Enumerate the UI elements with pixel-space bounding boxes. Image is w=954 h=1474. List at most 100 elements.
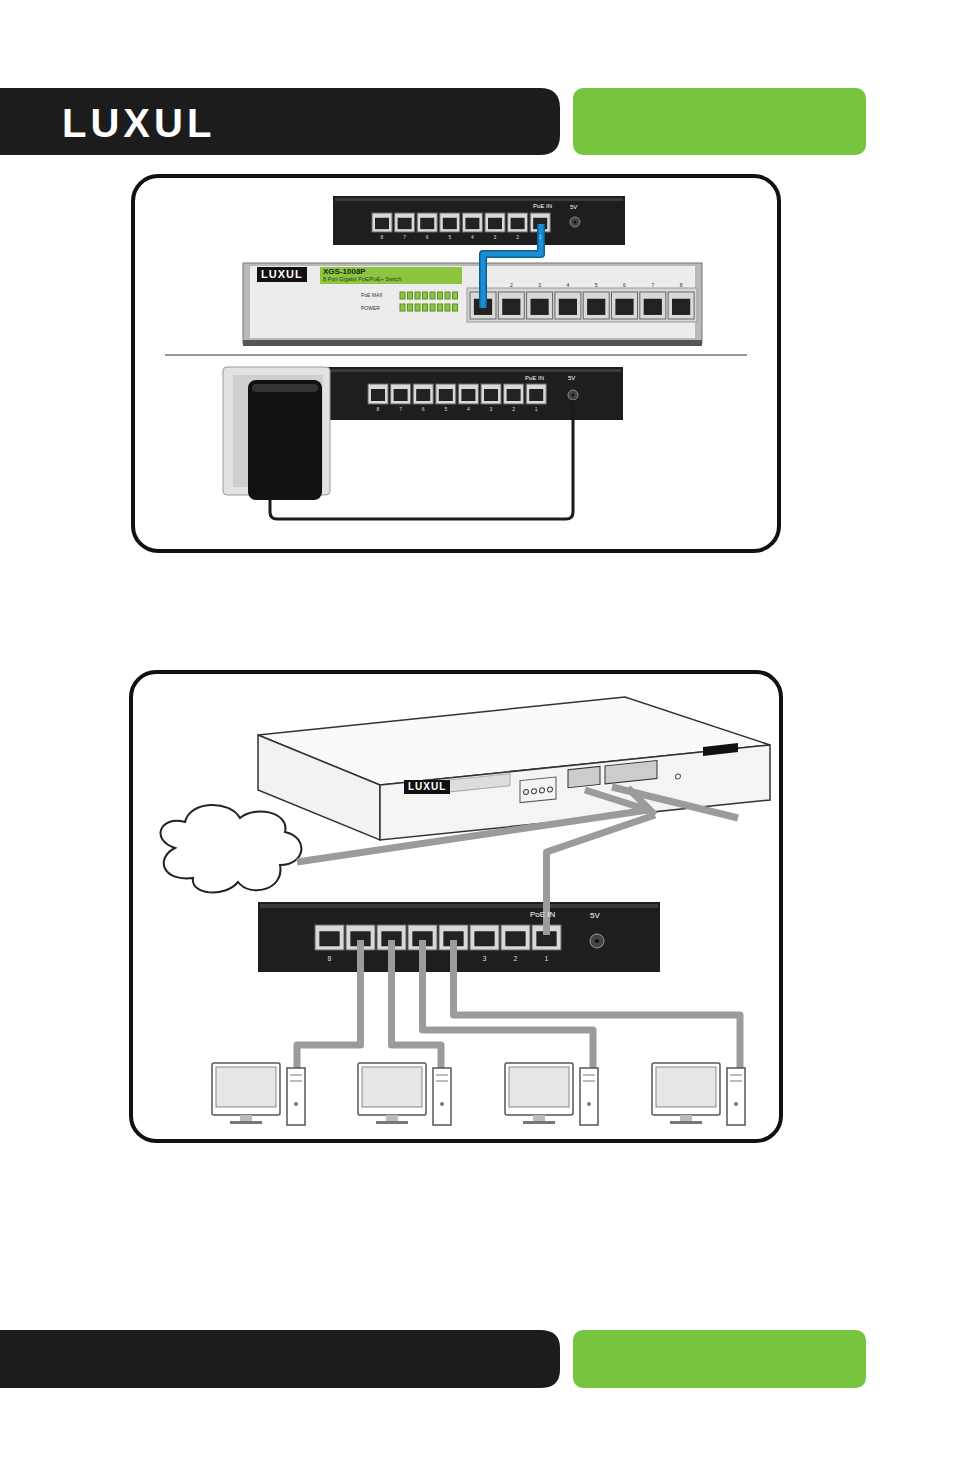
ethernet-cable bbox=[297, 787, 740, 1068]
port-number: 1 bbox=[545, 955, 549, 962]
rj45-port bbox=[413, 384, 433, 404]
rj45-port bbox=[612, 292, 638, 319]
led bbox=[445, 304, 450, 311]
rj45-port bbox=[391, 384, 411, 404]
rj45-port bbox=[440, 213, 460, 232]
rj45-port bbox=[481, 384, 501, 404]
divider-line bbox=[165, 355, 747, 356]
cloud-shape bbox=[161, 805, 302, 893]
port-number: 2 bbox=[512, 407, 515, 412]
led bbox=[408, 292, 413, 299]
port-number: 3 bbox=[490, 407, 493, 412]
rj45-port bbox=[395, 213, 415, 232]
led bbox=[430, 304, 435, 311]
rj45-port bbox=[368, 384, 388, 404]
port-label: PoE IN bbox=[533, 203, 552, 209]
rj45-port bbox=[501, 925, 530, 950]
port-number: 5 bbox=[595, 283, 598, 288]
led bbox=[438, 304, 443, 311]
rj45-port bbox=[458, 384, 478, 404]
led-label: POWER bbox=[361, 306, 380, 311]
power-adapter bbox=[223, 367, 573, 519]
switch-node: PoE IN 5V bbox=[258, 902, 660, 972]
port-number: 6 bbox=[422, 407, 425, 412]
led bbox=[445, 292, 450, 299]
rj45-port bbox=[640, 292, 666, 319]
port-number: 4 bbox=[471, 235, 474, 240]
port-number: 8 bbox=[680, 283, 683, 288]
led bbox=[423, 304, 428, 311]
rj45-port bbox=[485, 213, 505, 232]
port-label: PoE IN bbox=[525, 375, 544, 381]
led bbox=[438, 292, 443, 299]
rj45-port bbox=[470, 925, 499, 950]
port-number: 6 bbox=[426, 235, 429, 240]
rj45-port bbox=[504, 384, 524, 404]
rj45-port bbox=[417, 213, 437, 232]
switch-node: PoE IN 5V bbox=[333, 196, 625, 245]
model-description: 8 Port Gigabit PoE/PoE+ Switch bbox=[323, 277, 401, 283]
poe-switch-node: LUXUL XGS-1008P8 Port Gigabit PoE/PoE+ Sw… bbox=[243, 263, 702, 343]
port-number: 5 bbox=[444, 407, 447, 412]
port-label: PoE IN bbox=[530, 911, 555, 919]
computer-icons bbox=[212, 1063, 745, 1125]
model-name: XGS-1008P bbox=[323, 268, 366, 276]
port-number: 7 bbox=[399, 407, 402, 412]
computer bbox=[505, 1063, 598, 1125]
port-number: 4 bbox=[567, 283, 570, 288]
rj45-port bbox=[436, 384, 456, 404]
switch-node: PoE IN 5V bbox=[328, 367, 623, 420]
rj45-port bbox=[526, 384, 546, 404]
rj45-port bbox=[498, 292, 524, 319]
led bbox=[430, 292, 435, 299]
led bbox=[415, 304, 420, 311]
led bbox=[423, 292, 428, 299]
led bbox=[400, 304, 405, 311]
port-number: 8 bbox=[328, 955, 332, 962]
power-label: 5V bbox=[568, 375, 575, 381]
rj45-port bbox=[508, 213, 528, 232]
router-body bbox=[258, 697, 770, 840]
header-bar bbox=[0, 88, 866, 155]
rj45-port bbox=[527, 292, 553, 319]
power-label: 5V bbox=[570, 204, 577, 210]
port-number: 7 bbox=[403, 235, 406, 240]
rj45-port bbox=[315, 925, 344, 950]
port-number: 2 bbox=[514, 955, 518, 962]
port-number: 3 bbox=[483, 955, 487, 962]
brand-logo: LUXUL bbox=[257, 267, 307, 282]
poe-switch-body bbox=[243, 263, 702, 346]
switch-body bbox=[258, 902, 660, 972]
rj45-port bbox=[583, 292, 609, 319]
port-number: 8 bbox=[381, 235, 384, 240]
port-number: 1 bbox=[539, 235, 542, 240]
led bbox=[453, 304, 458, 311]
switch-body bbox=[333, 196, 625, 245]
port-row bbox=[315, 213, 694, 950]
panel-frame bbox=[131, 672, 781, 1141]
led bbox=[415, 292, 420, 299]
led bbox=[453, 292, 458, 299]
led-label: PoE MAX bbox=[361, 293, 383, 298]
poe-cable bbox=[483, 224, 541, 308]
port-number: 2 bbox=[510, 283, 513, 288]
led bbox=[400, 292, 405, 299]
port-number: 3 bbox=[538, 283, 541, 288]
power-label: 5V bbox=[590, 912, 600, 920]
router-node: LUXUL bbox=[380, 745, 770, 815]
brand-logo: LUXUL bbox=[62, 103, 215, 143]
port-number: 2 bbox=[516, 235, 519, 240]
port-number: 3 bbox=[494, 235, 497, 240]
led-row bbox=[400, 292, 458, 311]
rj45-port bbox=[555, 292, 581, 319]
port-number: 1 bbox=[535, 407, 538, 412]
port-number: 7 bbox=[651, 283, 654, 288]
computer bbox=[212, 1063, 305, 1125]
port-number: 4 bbox=[467, 407, 470, 412]
footer-bar bbox=[0, 1330, 866, 1388]
brand-logo: LUXUL bbox=[404, 780, 450, 794]
computer bbox=[652, 1063, 745, 1125]
led bbox=[408, 304, 413, 311]
